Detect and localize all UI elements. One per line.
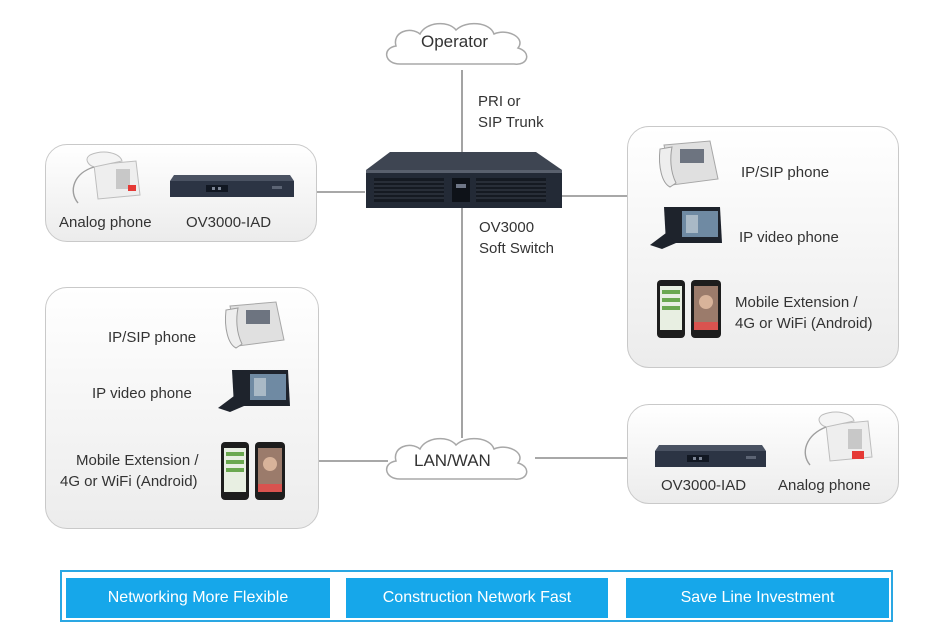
analog-phone-label: Analog phone [59, 214, 152, 231]
ip-phone-icon [225, 301, 285, 349]
benefit-networking-flexible: Networking More Flexible [66, 578, 330, 618]
analog-phone-label: Analog phone [778, 477, 871, 494]
iad-label: OV3000-IAD [186, 214, 272, 231]
trunk-label-line1: PRI or [478, 93, 521, 110]
operator-label: Operator [421, 32, 489, 51]
mobile-extension-label-line2: 4G or WiFi (Android) [735, 315, 873, 332]
benefit-save-investment: Save Line Investment [626, 578, 889, 618]
panel-analog-iad-top: Analog phone OV3000-IAD [45, 144, 317, 242]
smartphone-icon [657, 280, 721, 338]
benefits-bar: Networking More Flexible Construction Ne… [60, 570, 893, 622]
iad-label: OV3000-IAD [661, 477, 747, 494]
ip-sip-phone-label: IP/SIP phone [741, 164, 830, 181]
iad-device-icon [170, 175, 294, 197]
softswitch-label-line1: OV3000 [479, 219, 535, 236]
lanwan-label: LAN/WAN [414, 451, 491, 470]
analog-phone-icon [804, 411, 873, 466]
smartphone-icon [221, 442, 285, 500]
iad-device-icon [655, 445, 766, 467]
video-phone-icon [218, 370, 290, 412]
benefit-construction-fast: Construction Network Fast [346, 578, 608, 618]
mobile-extension-label-line1: Mobile Extension / [76, 452, 199, 469]
ip-phone-icon [659, 140, 719, 188]
panel-iad-analog-bottom: OV3000-IAD Analog phone [627, 404, 899, 504]
ip-video-phone-label: IP video phone [92, 385, 192, 402]
trunk-label-line2: SIP Trunk [478, 114, 544, 131]
analog-phone-icon [72, 151, 141, 204]
cloud-icon [386, 22, 528, 65]
ip-sip-phone-label: IP/SIP phone [108, 329, 197, 346]
cloud-icon [386, 437, 528, 480]
mobile-extension-label-line1: Mobile Extension / [735, 294, 858, 311]
panel-endpoints-left: IP/SIP phone IP video phone Mobile Exten… [45, 287, 319, 529]
panel-endpoints-right: IP/SIP phone IP video phone Mobile Exten… [627, 126, 899, 368]
softswitch-server-icon [366, 152, 562, 208]
softswitch-label-line2: Soft Switch [479, 240, 555, 257]
video-phone-icon [650, 207, 722, 249]
ip-video-phone-label: IP video phone [739, 229, 839, 246]
mobile-extension-label-line2: 4G or WiFi (Android) [60, 473, 198, 490]
